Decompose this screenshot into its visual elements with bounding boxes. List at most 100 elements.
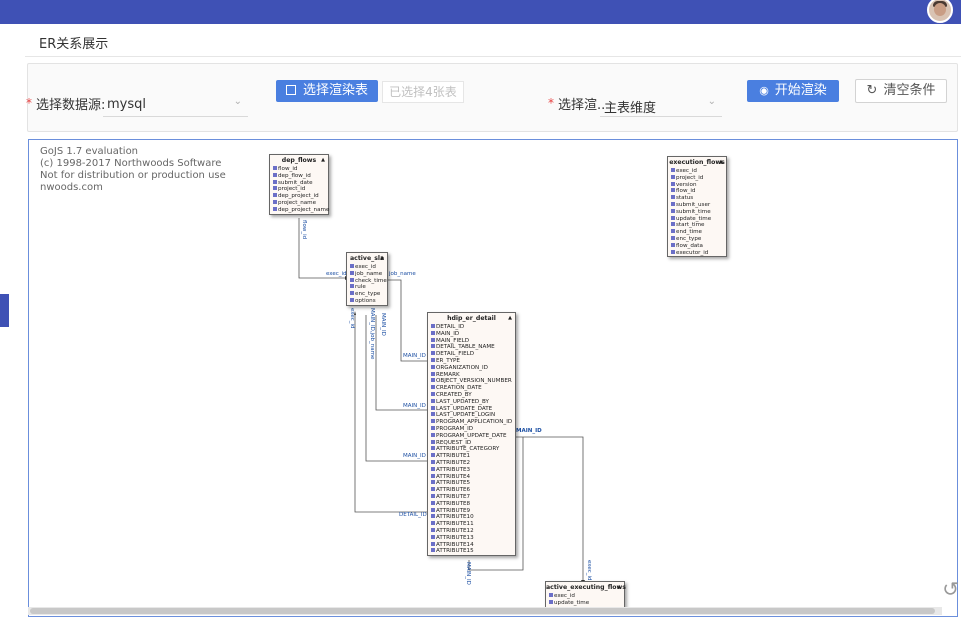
table-name: active_executing_flows: [546, 584, 626, 591]
table-field: REMARK: [428, 372, 515, 379]
gojs-watermark: GoJS 1.7 evaluation (c) 1998-2017 Northw…: [40, 146, 226, 194]
table-field: dep_flow_id: [270, 173, 328, 180]
table-field: LAST_UPDATE_LOGIN: [428, 412, 515, 419]
user-avatar[interactable]: [927, 0, 953, 23]
table-header: active_executing_flows▲: [546, 582, 626, 593]
link-label: exec_id: [349, 308, 355, 329]
link-label: MAIN_ID: [380, 313, 386, 336]
collapse-icon[interactable]: ▲: [719, 159, 723, 165]
table-execution-flows[interactable]: execution_flows▲ exec_id project_id vers…: [667, 156, 727, 258]
table-field: CREATION_DATE: [428, 385, 515, 392]
table-field: ATTRIBUTE13: [428, 535, 515, 542]
clear-button[interactable]: ↻清空条件: [855, 79, 947, 103]
table-field: ER_TYPE: [428, 358, 515, 365]
table-field: submit_date: [270, 180, 328, 187]
render-dim-value: 主表维度: [604, 101, 657, 116]
table-field: OBJECT_VERSION_NUMBER: [428, 378, 515, 385]
horizontal-scrollbar[interactable]: [28, 607, 942, 615]
table-field: MAIN_ID: [428, 331, 515, 338]
required-mark: *: [26, 96, 32, 110]
table-field: ORGANIZATION_ID: [428, 365, 515, 372]
link-active-sla-main-id: [375, 315, 427, 411]
table-active-executing-flows[interactable]: active_executing_flows▲ exec_id update_t…: [545, 581, 626, 608]
table-field: version: [668, 182, 726, 189]
table-field: LAST_UPDATED_BY: [428, 399, 515, 406]
datasource-value: mysql: [107, 97, 146, 112]
table-field: ATTRIBUTE7: [428, 494, 515, 501]
link-label: MAIN_ID: [403, 453, 426, 459]
table-field: exec_id: [546, 593, 624, 600]
link-hdip-main-id-right: [516, 436, 584, 580]
collapse-icon[interactable]: ▲: [321, 157, 325, 163]
select-tables-button[interactable]: 选择渲染表: [276, 80, 378, 102]
arrow-head: [354, 311, 356, 315]
link-active-sla-job-name: [388, 279, 427, 362]
loading-spinner-icon: ↺: [942, 577, 959, 601]
table-field: update_time: [546, 600, 624, 607]
table-field: PROGRAM_APPLICATION_ID: [428, 419, 515, 426]
table-field: ATTRIBUTE4: [428, 474, 515, 481]
datasource-select[interactable]: mysql ⌄: [103, 92, 248, 117]
table-header: active_sla▲: [347, 253, 387, 264]
table-field: ATTRIBUTE2: [428, 460, 515, 467]
er-diagram-canvas[interactable]: GoJS 1.7 evaluation (c) 1998-2017 Northw…: [28, 139, 958, 617]
table-field: DETAIL_TABLE_NAME: [428, 344, 515, 351]
link-label: DETAIL_ID: [399, 512, 427, 518]
table-field: exec_id: [668, 168, 726, 175]
link-label: flow_id: [301, 220, 307, 240]
table-field: dep_project_name: [270, 207, 329, 214]
top-app-bar: [0, 0, 961, 24]
collapse-icon[interactable]: ▲: [380, 255, 384, 261]
table-field: ATTRIBUTE5: [428, 480, 515, 487]
scrollbar-thumb[interactable]: [30, 608, 935, 614]
link-hdip-bottom-loop: [468, 437, 524, 571]
table-field: options: [347, 298, 387, 305]
table-field: job_name: [347, 271, 387, 278]
link-label: exec_id: [326, 271, 347, 277]
table-field: project_name: [270, 200, 328, 207]
table-field: project_id: [270, 186, 328, 193]
table-field: rule: [347, 284, 387, 291]
watermark-line: (c) 1998-2017 Northwoods Software: [40, 158, 222, 169]
page-title: ER关系展示: [39, 37, 109, 52]
table-field: ATTRIBUTE3: [428, 467, 515, 474]
table-active-sla[interactable]: active_sla▲ exec_id job_name check_time …: [346, 252, 388, 306]
table-field: exec_id: [347, 264, 387, 271]
collapse-icon[interactable]: ▲: [617, 584, 621, 590]
sidebar-toggle[interactable]: [0, 294, 9, 327]
link-label: MAIN_ID: [516, 428, 542, 434]
link-label: MAIN_ID: [403, 403, 426, 409]
table-field: update_time: [668, 216, 726, 223]
table-field: enc_type: [668, 236, 726, 243]
table-field: end_time: [668, 229, 726, 236]
table-field: project_id: [668, 175, 726, 182]
table-name: active_sla: [350, 255, 385, 262]
clear-label: 清空条件: [883, 83, 936, 98]
start-render-button[interactable]: ◉开始渲染: [747, 80, 839, 102]
table-field: ATTRIBUTE_CATEGORY: [428, 446, 515, 453]
select-tables-label: 选择渲染表: [302, 83, 368, 98]
table-field: flow_data: [668, 243, 726, 250]
table-field: ATTRIBUTE12: [428, 528, 515, 535]
title-divider: [25, 56, 961, 57]
eye-icon: ◉: [759, 84, 769, 97]
table-header: dep_flows▲: [270, 155, 328, 166]
table-field: PROGRAM_UPDATE_DATE: [428, 433, 515, 440]
table-field: LAST_UPDATE_DATE: [428, 406, 515, 413]
table-field: REQUEST_ID: [428, 440, 515, 447]
render-dim-label: 选择渲..: [558, 98, 606, 113]
table-field: PROGRAM_ID: [428, 426, 515, 433]
table-dep-flows[interactable]: dep_flows▲ flow_id dep_flow_id submit_da…: [269, 154, 329, 215]
table-field: ATTRIBUTE6: [428, 487, 515, 494]
watermark-line: GoJS 1.7 evaluation: [40, 146, 139, 157]
table-field: dep_project_id: [270, 193, 328, 200]
table-field: executor_id: [668, 250, 726, 257]
table-field: ATTRIBUTE9: [428, 508, 515, 515]
required-mark: *: [548, 96, 554, 110]
render-dim-select[interactable]: 主表维度 ⌄: [600, 92, 722, 117]
table-field: start_time: [668, 222, 726, 229]
collapse-icon[interactable]: ▲: [508, 315, 512, 321]
table-field: flow_id: [668, 188, 726, 195]
table-header: hdip_er_detail▲: [428, 313, 515, 324]
